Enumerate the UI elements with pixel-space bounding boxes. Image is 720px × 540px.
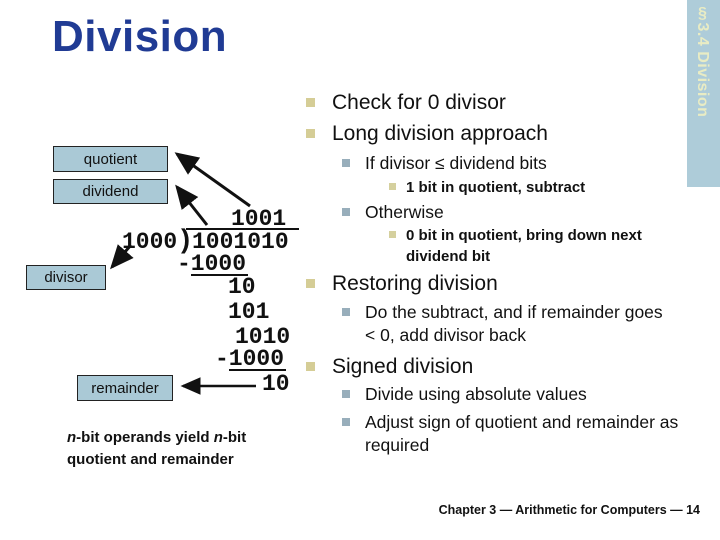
bullet-square-icon	[306, 98, 315, 107]
bullet-item: 1 bit in quotient, subtract	[389, 177, 585, 198]
note-n2: n	[213, 429, 223, 446]
operand-note: n-bit operands yield n-bit quotient and …	[67, 427, 307, 471]
division-divisor: 1000	[122, 229, 178, 255]
bullet-text: Divide using absolute values	[365, 384, 587, 404]
note-t2: -bit quotient and remainder	[67, 429, 247, 468]
bullet-text: Adjust sign of quotient and remainder as…	[365, 412, 679, 455]
division-dividend: 1001010	[192, 229, 289, 255]
division-partial1: 10	[228, 274, 256, 300]
division-bring-down1: 101	[228, 299, 270, 325]
note-t1: -bit operands yield	[76, 429, 214, 446]
bullet-square-icon	[342, 159, 350, 167]
division-underline1	[191, 274, 248, 276]
division-underline2	[229, 369, 286, 371]
bullet-item: 0 bit in quotient, bring down next divid…	[389, 225, 689, 267]
slide-footer: Chapter 3 — Arithmetic for Computers — 1…	[438, 503, 700, 517]
bullet-item: Do the subtract, and if remainder goes <…	[342, 301, 677, 347]
bullet-square-icon	[342, 308, 350, 316]
section-tab: §3.4 Division	[687, 0, 720, 187]
bullet-text: Restoring division	[332, 272, 498, 295]
bullet-square-icon	[342, 208, 350, 216]
division-overline	[186, 228, 299, 230]
dividend-label-box: dividend	[53, 179, 168, 204]
arrow-to-quotient	[174, 152, 251, 208]
bullet-item: Restoring division	[306, 271, 498, 297]
bullet-item: Check for 0 divisor	[306, 90, 506, 116]
section-tab-label: §3.4 Division	[694, 5, 711, 118]
bullet-text: Long division approach	[332, 122, 548, 145]
bullet-square-icon	[389, 183, 396, 190]
division-bring-down2: 1010	[235, 324, 291, 350]
division-subtract1: -1000	[177, 251, 247, 277]
quotient-label-box: quotient	[53, 146, 168, 172]
bullet-text: Do the subtract, and if remainder goes <…	[365, 302, 663, 345]
remainder-label-box: remainder	[77, 375, 173, 401]
bullet-square-icon	[342, 390, 350, 398]
divisor-label: divisor	[44, 269, 88, 286]
bullet-square-icon	[389, 231, 396, 238]
bullet-text: If divisor ≤ dividend bits	[365, 153, 547, 173]
division-paren: )	[177, 227, 194, 257]
bullet-square-icon	[306, 362, 315, 371]
remainder-label: remainder	[91, 379, 159, 397]
quotient-label: quotient	[83, 150, 138, 168]
bullet-text: 1 bit in quotient, subtract	[406, 179, 586, 196]
bullet-text: Signed division	[332, 355, 474, 378]
division-remainder: 10	[262, 371, 290, 397]
dividend-label: dividend	[82, 183, 139, 200]
bullet-text: 0 bit in quotient, bring down next divid…	[406, 227, 642, 265]
arrow-to-dividend	[175, 184, 209, 226]
bullet-item: Otherwise	[342, 201, 444, 224]
division-quotient-row: 1001	[231, 206, 287, 232]
bullet-item: Signed division	[306, 354, 473, 380]
bullet-square-icon	[342, 418, 350, 426]
bullet-item: If divisor ≤ dividend bits	[342, 152, 547, 175]
division-subtract2: -1000	[215, 346, 285, 372]
bullet-item: Long division approach	[306, 121, 548, 147]
bullet-item: Adjust sign of quotient and remainder as…	[342, 411, 694, 457]
note-n1: n	[67, 429, 77, 446]
divisor-label-box: divisor	[26, 265, 106, 290]
bullet-square-icon	[306, 279, 315, 288]
bullet-item: Divide using absolute values	[342, 383, 587, 406]
bullet-text: Otherwise	[365, 202, 444, 222]
page-title: Division	[52, 12, 228, 61]
bullet-text: Check for 0 divisor	[332, 91, 506, 114]
bullet-square-icon	[306, 129, 315, 138]
